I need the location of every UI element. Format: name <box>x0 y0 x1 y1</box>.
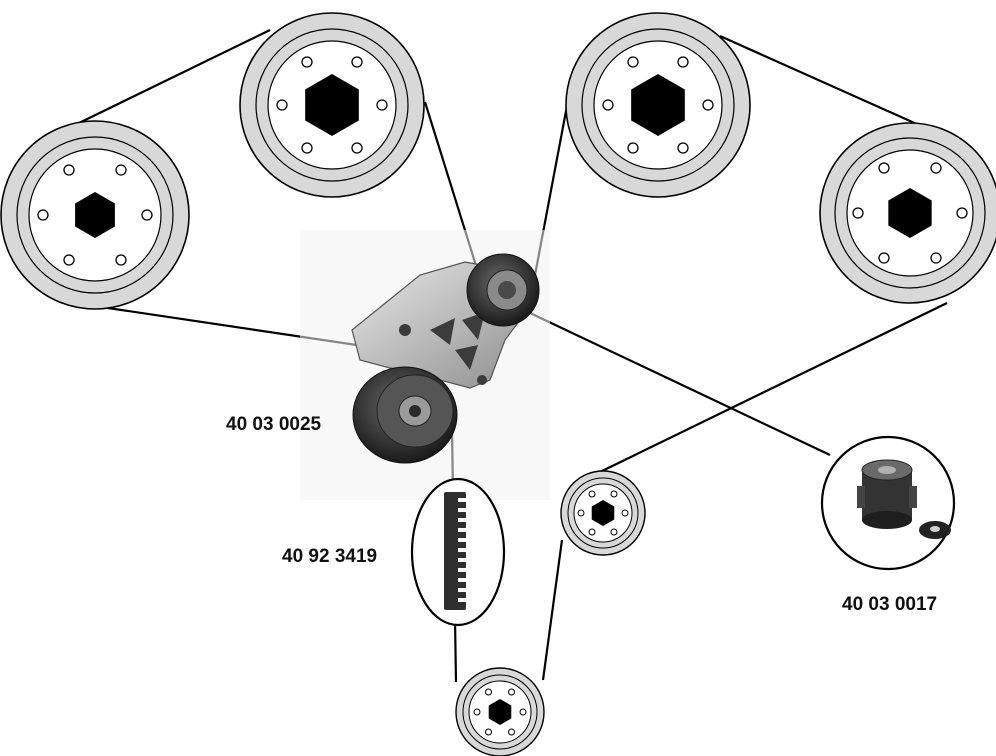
tensioner-upper-roller <box>466 253 540 327</box>
toothed-belt-icon <box>444 492 466 610</box>
tensioner-assembly <box>300 230 550 500</box>
idler-detail <box>820 435 956 571</box>
pulley-small-bottom <box>455 667 545 756</box>
pulley-left <box>0 120 190 310</box>
label-idler: 40 03 0017 <box>842 594 938 615</box>
washer-icon <box>919 521 951 539</box>
label-tensioner: 40 03 0025 <box>226 414 322 435</box>
pulley-small-middle <box>560 470 646 556</box>
label-belt: 40 92 3419 <box>282 546 378 567</box>
idler-roller-icon <box>857 459 917 529</box>
pulley-top-right <box>565 12 751 198</box>
tensioner-lower-roller <box>352 366 458 464</box>
belt-detail <box>410 477 506 627</box>
pulley-top-left <box>239 12 425 198</box>
pulley-right <box>819 122 996 304</box>
